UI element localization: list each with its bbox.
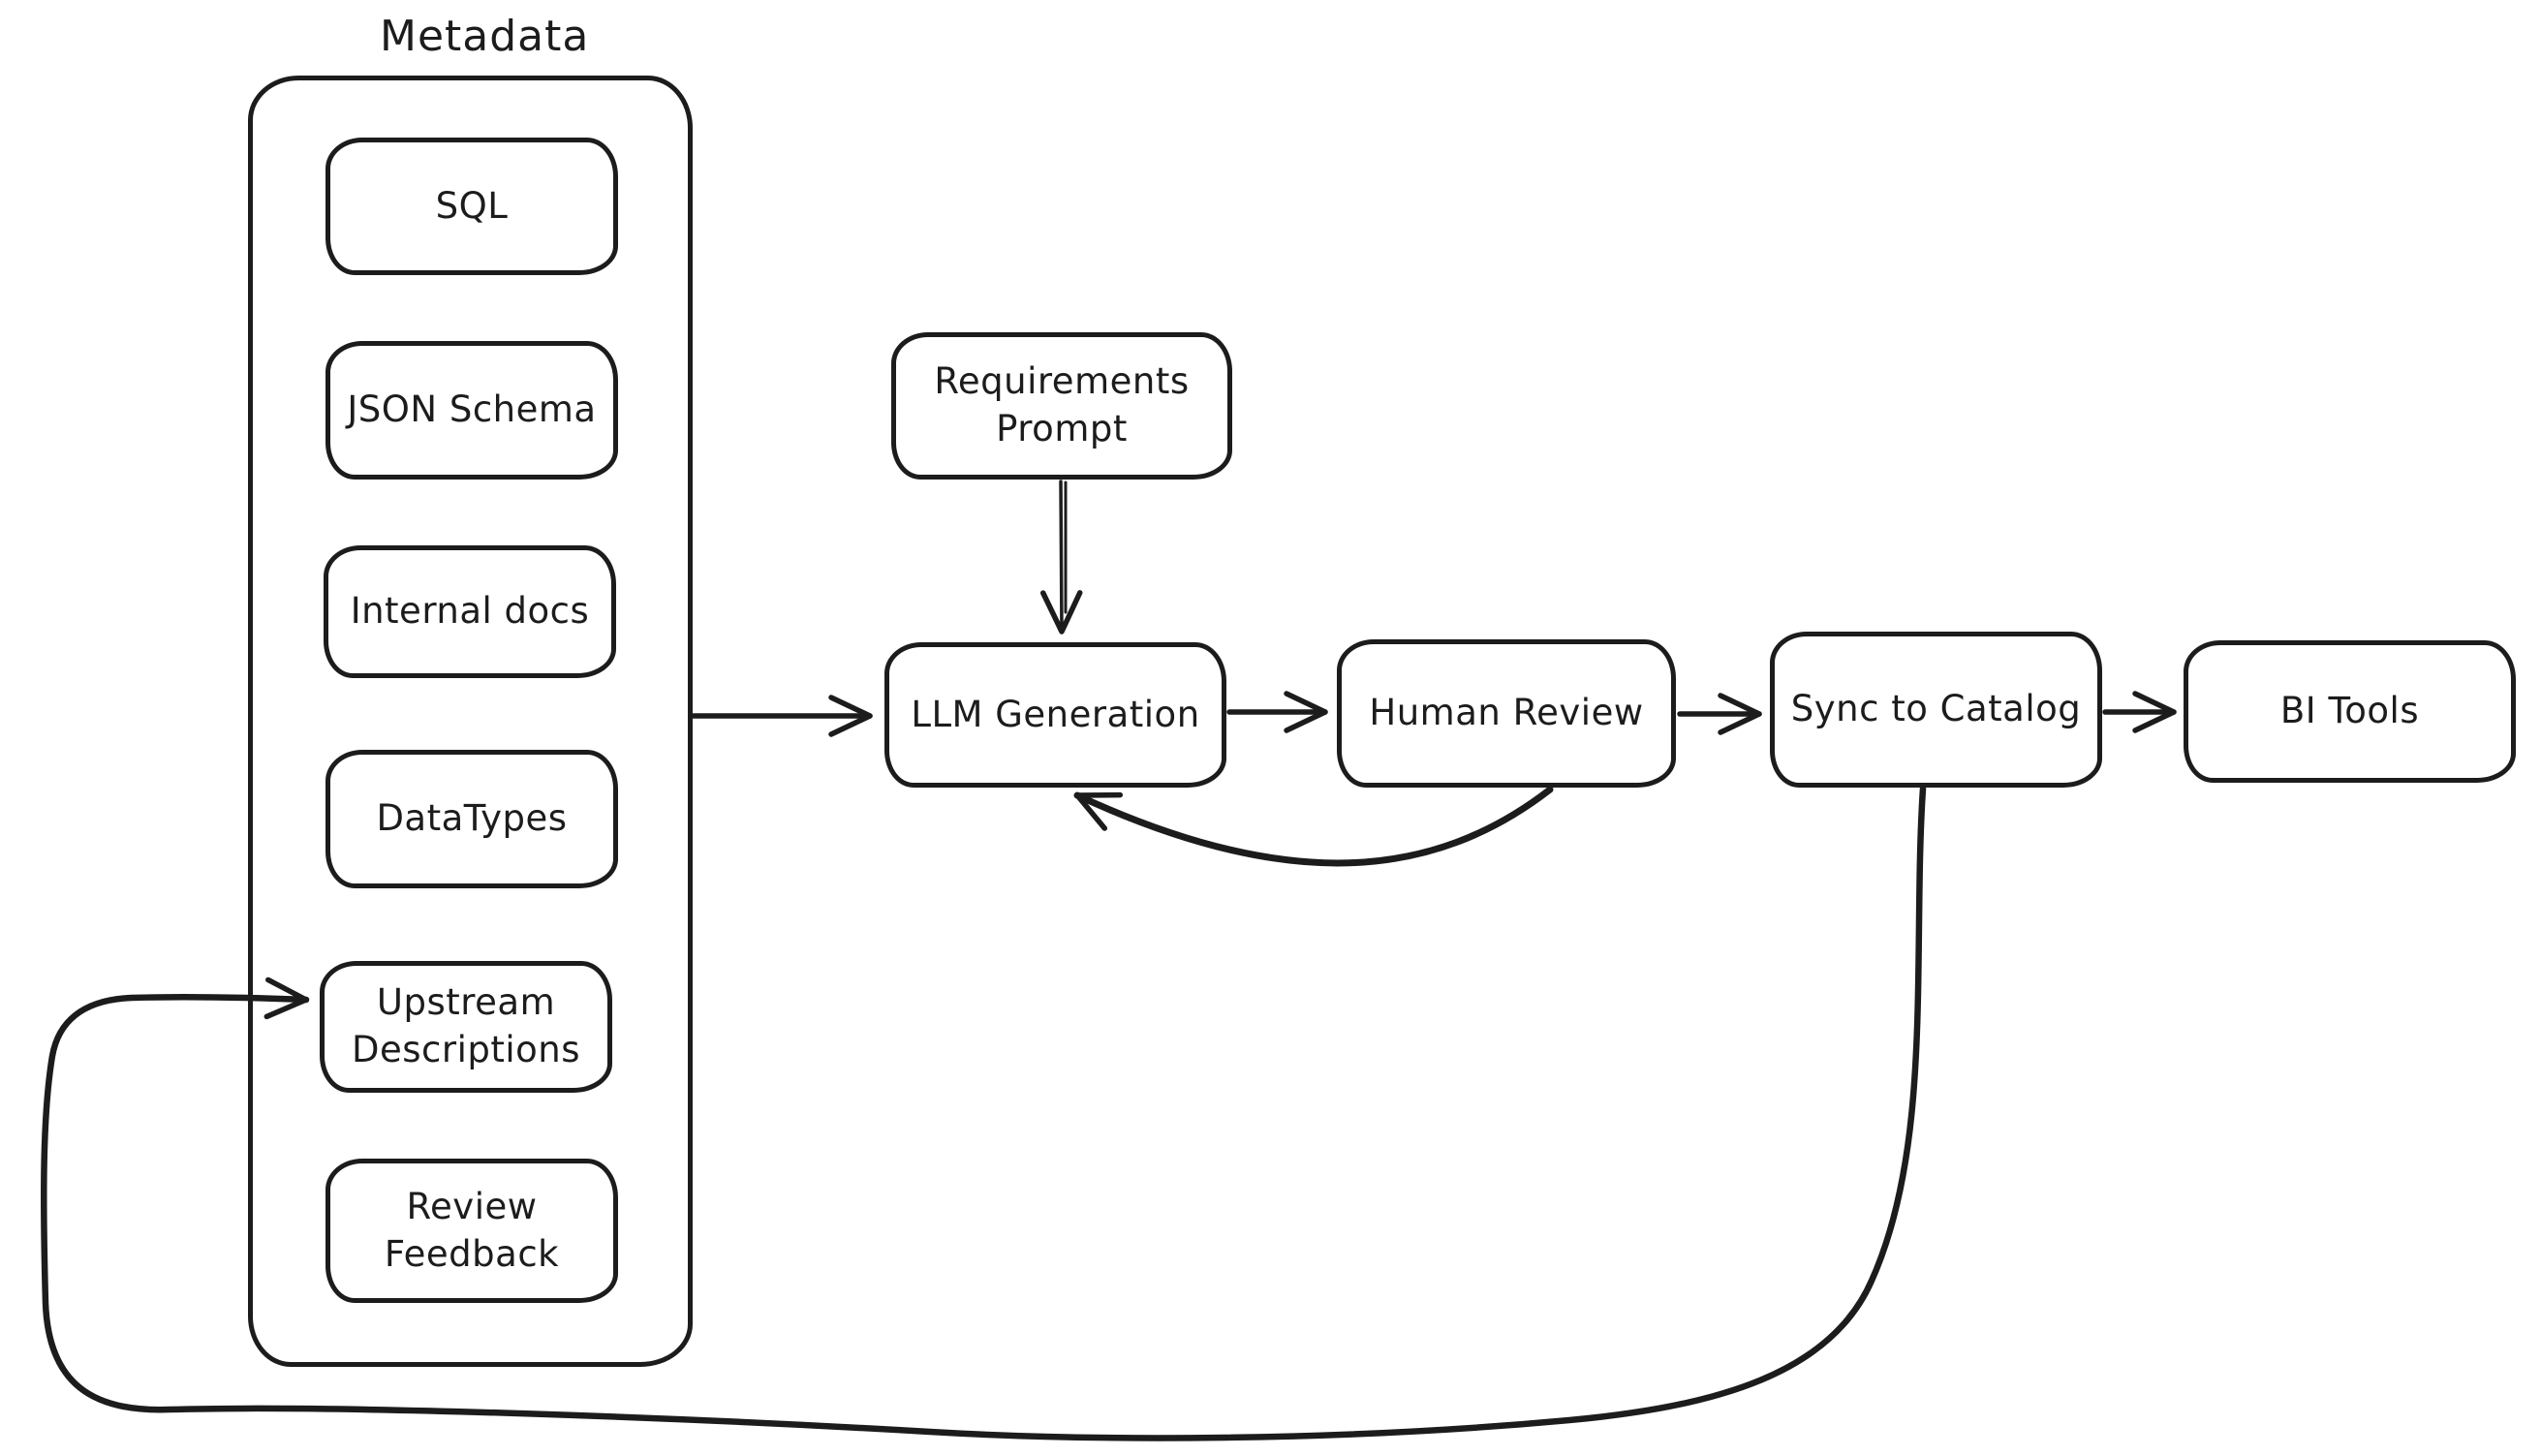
edge-human-review-feedback-to-llm[interactable]	[1073, 786, 1554, 867]
node-datatypes-label: DataTypes	[376, 797, 568, 840]
node-sql[interactable]: SQL	[325, 138, 618, 275]
node-review-feedback-label: Review Feedback	[384, 1185, 560, 1275]
node-human-review[interactable]: Human Review	[1337, 639, 1676, 788]
node-upstream-descriptions-label: Upstream Descriptions	[351, 981, 580, 1070]
node-human-review-label: Human Review	[1369, 692, 1644, 734]
node-llm-generation-label: LLM Generation	[911, 693, 1200, 735]
node-llm-generation[interactable]: LLM Generation	[884, 642, 1226, 788]
node-sql-label: SQL	[435, 184, 509, 227]
node-sync-to-catalog[interactable]: Sync to Catalog	[1770, 632, 2102, 788]
node-internal-docs[interactable]: Internal docs	[324, 545, 616, 678]
metadata-group-container[interactable]	[248, 76, 693, 1367]
node-review-feedback[interactable]: Review Feedback	[325, 1159, 618, 1303]
node-bi-tools[interactable]: BI Tools	[2184, 640, 2516, 783]
node-upstream-descriptions[interactable]: Upstream Descriptions	[320, 961, 612, 1093]
node-requirements-prompt-label: Requirements Prompt	[934, 360, 1190, 449]
edge-sync-to-upstream-descriptions-loop[interactable]	[41, 785, 1927, 1441]
node-datatypes[interactable]: DataTypes	[325, 750, 618, 888]
node-internal-docs-label: Internal docs	[350, 590, 590, 633]
node-requirements-prompt[interactable]: Requirements Prompt	[891, 332, 1232, 480]
edge-requirements-to-llm[interactable]	[1039, 480, 1083, 635]
node-sync-to-catalog-label: Sync to Catalog	[1790, 688, 2082, 730]
metadata-group-title: Metadata	[380, 12, 590, 61]
node-bi-tools-label: BI Tools	[2279, 690, 2420, 732]
node-json-schema[interactable]: JSON Schema	[325, 341, 618, 480]
node-json-schema-label: JSON Schema	[347, 388, 597, 431]
